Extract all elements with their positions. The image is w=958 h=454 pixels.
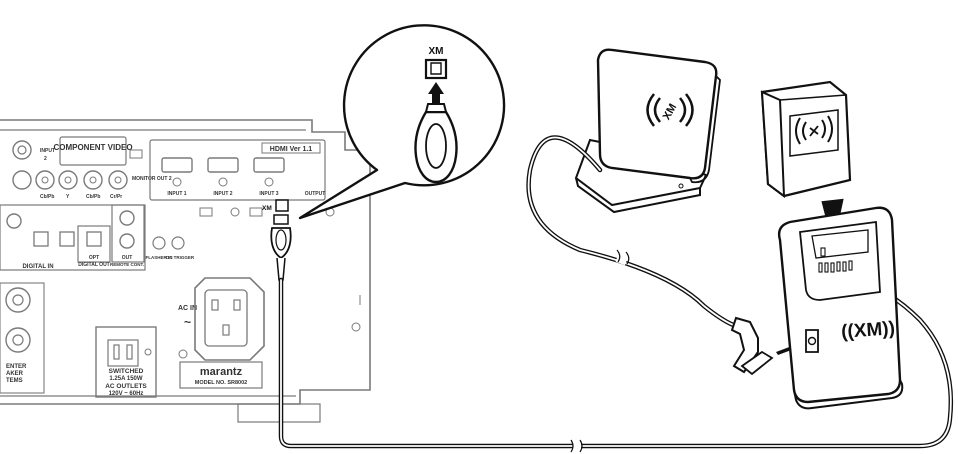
hdmi-output-label: OUTPUT — [305, 191, 326, 197]
center-label: ENTER — [6, 364, 27, 370]
ac-symbol: ~ — [184, 315, 191, 329]
component-video-label: COMPONENT VIDEO — [53, 143, 132, 152]
opt-label: OPT — [89, 255, 99, 261]
remote-label: REMOTE CONT. — [110, 262, 144, 267]
switched-label: SWITCHED — [109, 368, 144, 375]
dock-xm-logo: ((XM)) — [840, 318, 895, 343]
ac-outlets-label: AC OUTLETS — [105, 383, 147, 390]
hdmi-label: HDMI Ver 1.1 — [270, 146, 313, 153]
digital-out-label: DIGITAL OUT — [78, 262, 109, 268]
xm-port: XM — [262, 200, 288, 212]
dc-trigger-label: DC TRIGGER — [166, 255, 195, 260]
hdmi-input2-label: INPUT 2 — [213, 191, 232, 197]
y-label: Y — [66, 194, 70, 200]
cb-label-2: Cb/Pb — [86, 194, 100, 200]
cb-label-1: Cb/Pb — [40, 194, 54, 200]
systems-label: TEMS — [6, 378, 23, 384]
xm-antenna: XM — [529, 50, 772, 374]
switched-rating: 1.25A 150W — [109, 376, 142, 382]
callout-bubble: XM — [300, 25, 504, 218]
speaker-label: AKER — [6, 371, 24, 377]
input-label: INPUT — [40, 148, 55, 154]
callout-xm-label: XM — [429, 46, 444, 57]
digital-in-label: DIGITAL IN — [22, 264, 53, 270]
ac-outlets-rating: 120V ~ 60Hz — [109, 391, 144, 397]
model-label: MODEL NO. SR8002 — [195, 380, 247, 386]
xm-tuner-module: ((XM)) — [762, 82, 902, 408]
coax-out-label: OUT — [122, 255, 133, 261]
brand-label: marantz — [200, 366, 243, 378]
xm-port-label: XM — [262, 205, 272, 212]
receiver-rear-panel: COMPONENT VIDEO INPUT 2 Cb/Pb Y Cb/Pb Cr… — [0, 120, 370, 422]
input-num: 2 — [44, 156, 47, 162]
hdmi-input3-label: INPUT 3 — [259, 191, 278, 197]
cr-label: Cr/Pr — [110, 194, 122, 200]
monitor-out-label: MONITOR OUT 2 — [132, 176, 172, 182]
hdmi-input1-label: INPUT 1 — [167, 191, 186, 197]
